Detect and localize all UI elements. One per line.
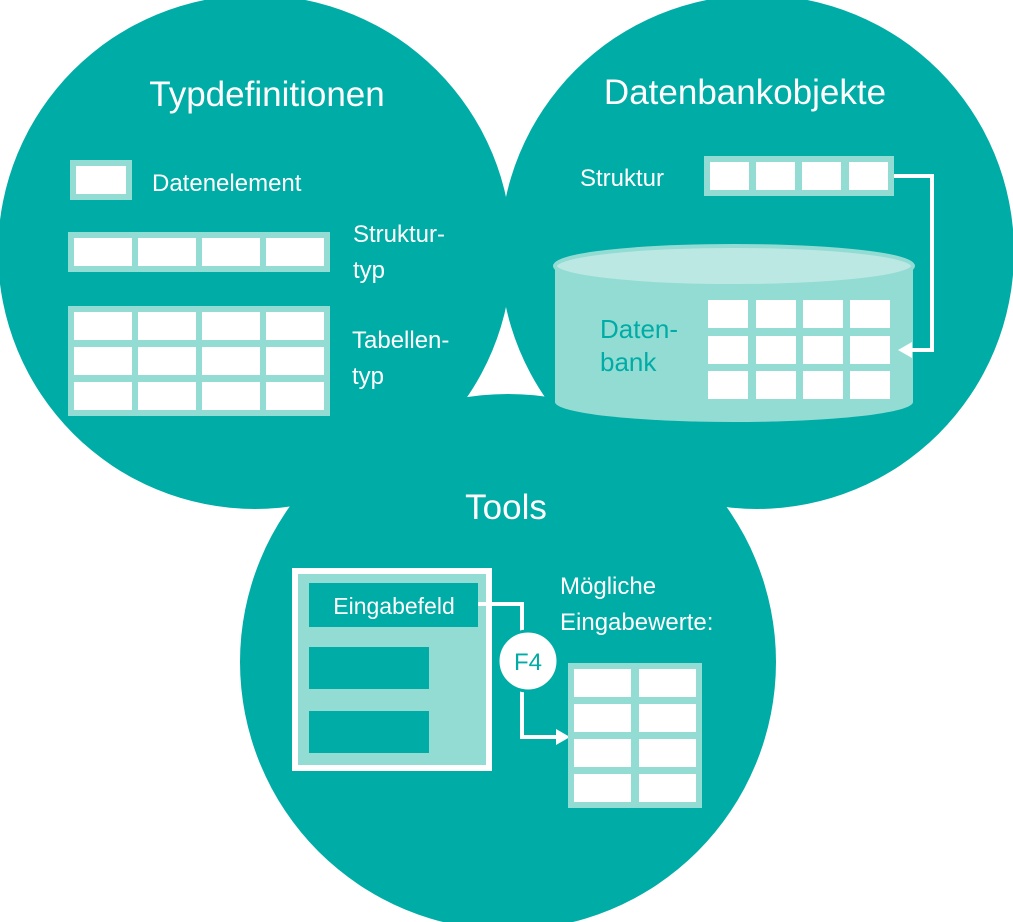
struktur-icon [704,156,894,196]
moegliche-label-line2: Eingabewerte: [560,609,713,636]
eingabewerte-table-icon [568,663,702,808]
tabellentyp-icon [68,306,330,416]
tools-title: Tools [465,488,547,527]
datenbankobjekte-title: Datenbankobjekte [604,73,886,112]
strukturtyp-icon [68,232,330,272]
moegliche-label-line1: Mögliche [560,573,656,600]
typdefinitionen-title: Typdefinitionen [149,75,384,114]
struktur-to-datenbank-arrow [894,174,934,358]
f4-key-label: F4 [514,649,542,676]
datenbank-table-icon [708,300,890,399]
datenbank-label-line1: Daten- [600,314,678,344]
struktur-label: Struktur [580,165,664,192]
strukturtyp-label-line2: typ [353,257,385,284]
datenbank-label-line2: bank [600,347,657,377]
dialog-window-icon [292,568,492,771]
datenelement-label: Datenelement [152,170,302,197]
datenelement-icon [70,160,132,200]
strukturtyp-label-line1: Struktur- [353,221,445,248]
f4-key-icon [496,629,560,693]
eingabefeld-label: Eingabefeld [333,593,455,619]
tabellentyp-label-line1: Tabellen- [352,327,449,354]
tabellentyp-label-line2: typ [352,363,384,390]
